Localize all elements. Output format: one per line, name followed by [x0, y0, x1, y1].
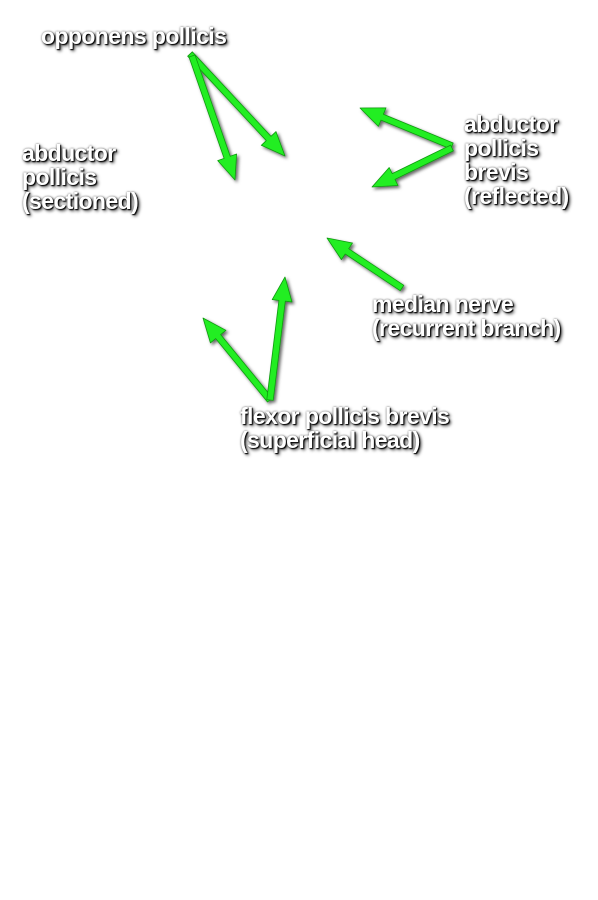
abductor-brevis-arrow-1 — [359, 107, 454, 150]
label-line: (reflected) — [464, 183, 569, 209]
label-line: abductor — [464, 111, 558, 137]
median-nerve-arrow — [326, 237, 405, 292]
label-flexor-pollicis-brevis: flexor pollicis brevis (superficial head… — [240, 403, 450, 453]
label-line: abductor — [22, 140, 116, 166]
label-line: (superficial head) — [240, 427, 420, 453]
flexor-arrow-1 — [202, 317, 273, 403]
label-line: flexor pollicis brevis — [240, 403, 450, 429]
label-abductor-pollicis-brevis: abductor pollicis brevis (reflected) — [464, 112, 569, 208]
label-abductor-pollicis-sectioned: abductor pollicis (sectioned) — [22, 140, 139, 214]
flexor-arrow-2 — [266, 276, 293, 401]
opponens-arrow-2 — [188, 54, 238, 181]
label-line: opponens pollicis — [41, 23, 227, 49]
label-line: pollicis — [22, 164, 97, 190]
label-median-nerve: median nerve (recurrent branch) — [372, 292, 561, 340]
opponens-arrow-1 — [187, 51, 286, 157]
abductor-brevis-arrow-2 — [371, 144, 454, 188]
label-line: median nerve — [372, 291, 514, 317]
label-opponens-pollicis: opponens pollicis — [41, 23, 227, 49]
label-line: (sectioned) — [22, 188, 139, 214]
label-line: brevis — [464, 159, 529, 185]
label-line: pollicis — [464, 135, 539, 161]
label-line: (recurrent branch) — [372, 315, 561, 341]
